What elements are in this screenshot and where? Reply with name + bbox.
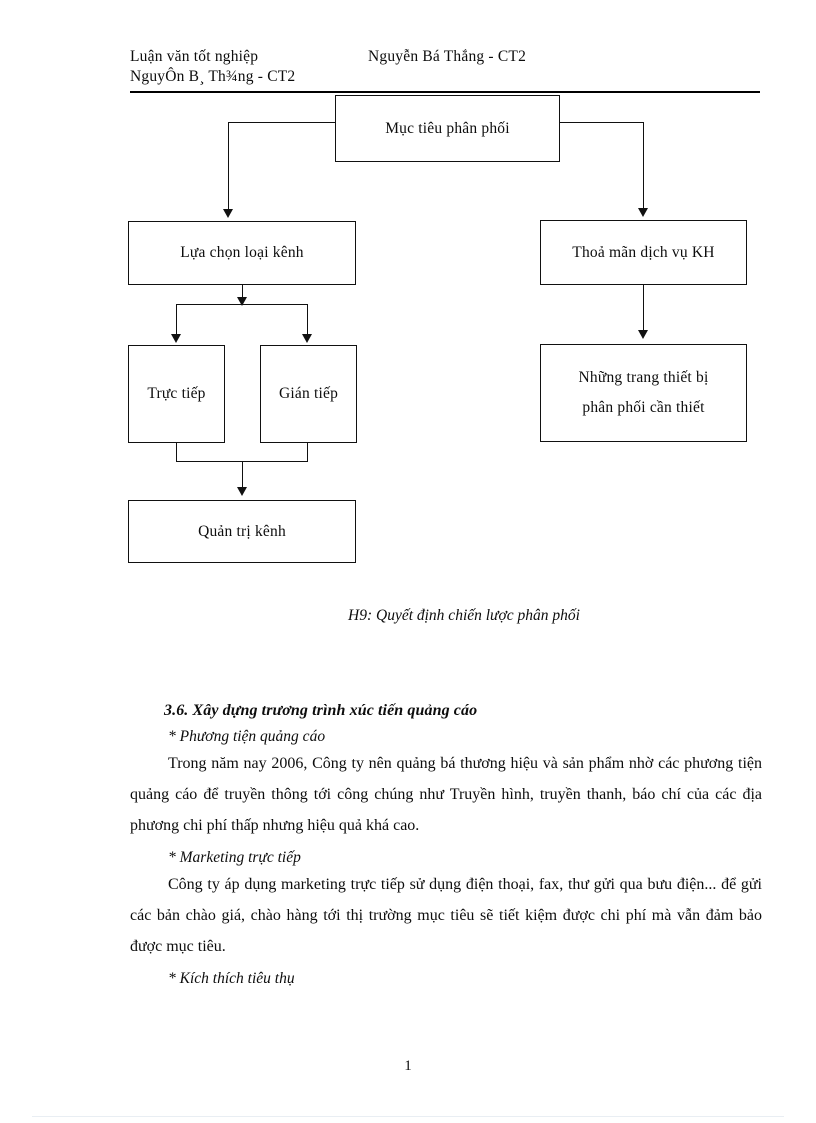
connector-goal-to-left-vertical <box>228 122 230 210</box>
header-divider-rule <box>130 91 760 93</box>
connector-goal-to-right-vertical <box>643 122 645 209</box>
page-header: Luận văn tốt nghiệp Nguyễn Bá Thắng - CT2… <box>130 47 760 87</box>
section-heading-3-6: 3.6. Xây dựng trương trình xúc tiến quản… <box>164 702 478 719</box>
flowchart-node-customer-service: Thoả mãn dịch vụ KH <box>540 220 747 285</box>
connector-service-to-equipment <box>643 285 645 331</box>
figure-caption-text: H9: Quyết định chiến lược phân phối <box>348 607 580 624</box>
arrowhead-channel-stem <box>237 297 247 306</box>
flowchart-node-equipment-line-1: Những trang thiết bị <box>578 369 709 386</box>
connector-indirect-down <box>307 443 309 462</box>
connector-merge-stem <box>242 461 244 489</box>
document-body: 3.6. Xây dựng trương trình xúc tiến quản… <box>130 702 762 990</box>
sub-heading-direct-marketing: * Marketing trực tiếp <box>168 849 301 866</box>
flowchart-node-direct: Trực tiếp <box>128 345 225 443</box>
arrowhead-goal-to-service <box>638 208 648 217</box>
connector-channel-stem <box>242 285 244 299</box>
connector-direct-down <box>176 443 178 462</box>
arrowhead-to-indirect <box>302 334 312 343</box>
connector-split-left-vertical <box>176 304 178 336</box>
connector-split-bar <box>176 304 308 306</box>
figure-caption: H9: Quyết định chiến lược phân phối <box>130 607 760 625</box>
connector-goal-to-left-horizontal <box>228 122 336 124</box>
arrowhead-goal-to-channel <box>223 209 233 218</box>
flowchart-node-equipment: Những trang thiết bị phân phối cần thiết <box>540 344 747 442</box>
page-bottom-edge <box>32 1116 784 1117</box>
sub-heading-advertising-media: * Phương tiện quảng cáo <box>168 728 326 745</box>
flowchart-node-channel-selection: Lựa chọn loại kênh <box>128 221 356 285</box>
flowchart-node-management: Quản trị kênh <box>128 500 356 563</box>
arrowhead-to-direct <box>171 334 181 343</box>
arrowhead-to-equipment <box>638 330 648 339</box>
flowchart-node-indirect: Gián tiếp <box>260 345 357 443</box>
connector-goal-to-right-horizontal <box>559 122 644 124</box>
distribution-strategy-flowchart: Mục tiêu phân phối Lựa chọn loại kênh Th… <box>128 95 747 563</box>
sub-heading-sales-promotion: * Kích thích tiêu thụ <box>168 970 295 987</box>
paragraph-direct-marketing: Công ty áp dụng marketing trực tiếp sử d… <box>130 876 762 955</box>
header-title-left: Luận văn tốt nghiệp <box>130 48 259 65</box>
header-line-2: NguyÔn B¸ Th¾ng - CT2 <box>130 68 296 85</box>
flowchart-node-goal: Mục tiêu phân phối <box>335 95 560 162</box>
header-line-1: Luận văn tốt nghiệp Nguyễn Bá Thắng - CT2 <box>130 47 760 67</box>
flowchart-node-equipment-line-2: phân phối cần thiết <box>582 399 705 416</box>
header-author-right: Nguyễn Bá Thắng - CT2 <box>368 48 527 65</box>
connector-split-right-vertical <box>307 304 309 336</box>
arrowhead-to-management <box>237 487 247 496</box>
paragraph-advertising-media: Trong năm nay 2006, Công ty nên quảng bá… <box>130 755 762 834</box>
page-number: 1 <box>404 1058 412 1074</box>
